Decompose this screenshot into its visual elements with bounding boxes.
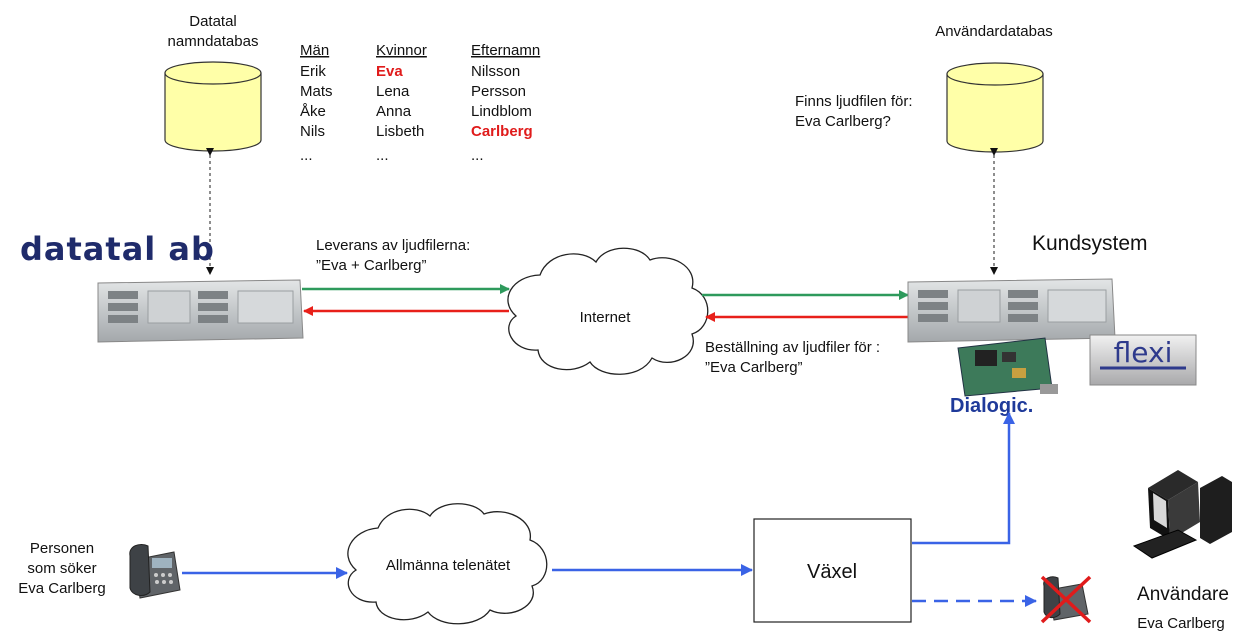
user-sublabel: Eva Carlberg — [1137, 615, 1225, 632]
call-arrow-to-dialogic — [912, 412, 1015, 545]
delivery-label-line2: ”Eva + Carlberg” — [316, 257, 426, 274]
table-cell-highlighted: Carlberg — [471, 123, 533, 140]
caller-label-line3: Eva Carlberg — [18, 580, 106, 597]
right-db-question-line2: Eva Carlberg? — [795, 113, 891, 130]
table-cell: Persson — [471, 83, 526, 100]
dialogic-logo: Dialogic. — [950, 395, 1033, 417]
column-header-man: Män — [300, 42, 329, 59]
phone-network-cloud-label: Allmänna telenätet — [386, 557, 511, 574]
switch-label: Växel — [807, 561, 857, 583]
table-cell: Åke — [300, 103, 326, 120]
flexi-logo: flexi — [1114, 336, 1173, 369]
table-cell: ... — [300, 147, 313, 164]
names-table: Män Erik Mats Åke Nils ... Kvinnor Eva L… — [300, 42, 540, 164]
left-server-icon — [97, 279, 304, 343]
table-cell: Anna — [376, 103, 412, 120]
table-cell: Lena — [376, 83, 410, 100]
right-server-icon — [907, 278, 1116, 343]
column-header-efternamn: Efternamn — [471, 42, 540, 59]
unavailable-phone-icon — [1040, 575, 1092, 624]
table-cell: ... — [376, 147, 389, 164]
table-cell: Nilsson — [471, 63, 520, 80]
internet-cloud-icon — [507, 247, 709, 375]
flexi-logo-icon — [1089, 334, 1197, 386]
left-db-title-line1: Datatal — [189, 13, 237, 30]
dialogic-card-icon — [957, 337, 1058, 397]
table-cell: Mats — [300, 83, 333, 100]
internet-cloud-label: Internet — [580, 309, 632, 326]
caller-label-line2: som söker — [27, 560, 96, 577]
caller-label-line1: Personen — [30, 540, 94, 557]
caller-telephone-icon — [129, 543, 181, 599]
left-db-title-line2: namndatabas — [168, 33, 259, 50]
switch-box — [753, 518, 912, 623]
table-cell: Lindblom — [471, 103, 532, 120]
table-cell: Nils — [300, 123, 325, 140]
table-cell: ... — [471, 147, 484, 164]
order-label-line1: Beställning av ljudfiler för : — [705, 339, 880, 356]
user-label: Användare — [1137, 584, 1229, 605]
table-cell: Erik — [300, 63, 326, 80]
customer-system-title: Kundsystem — [1032, 232, 1148, 255]
right-database-icon — [946, 62, 1044, 153]
datatal-logo: datatal ab — [20, 230, 215, 268]
table-cell: Lisbeth — [376, 123, 424, 140]
left-database-icon — [164, 61, 262, 152]
right-db-question-line1: Finns ljudfilen för: — [795, 93, 913, 110]
delivery-label-line1: Leverans av ljudfilerna: — [316, 237, 470, 254]
phone-network-cloud-icon — [347, 503, 548, 625]
right-db-title: Användardatabas — [935, 23, 1053, 40]
order-label-line2: ”Eva Carlberg” — [705, 359, 803, 376]
computer-icon — [1132, 470, 1232, 559]
column-header-kvinnor: Kvinnor — [376, 42, 427, 59]
table-cell-highlighted: Eva — [376, 63, 403, 80]
